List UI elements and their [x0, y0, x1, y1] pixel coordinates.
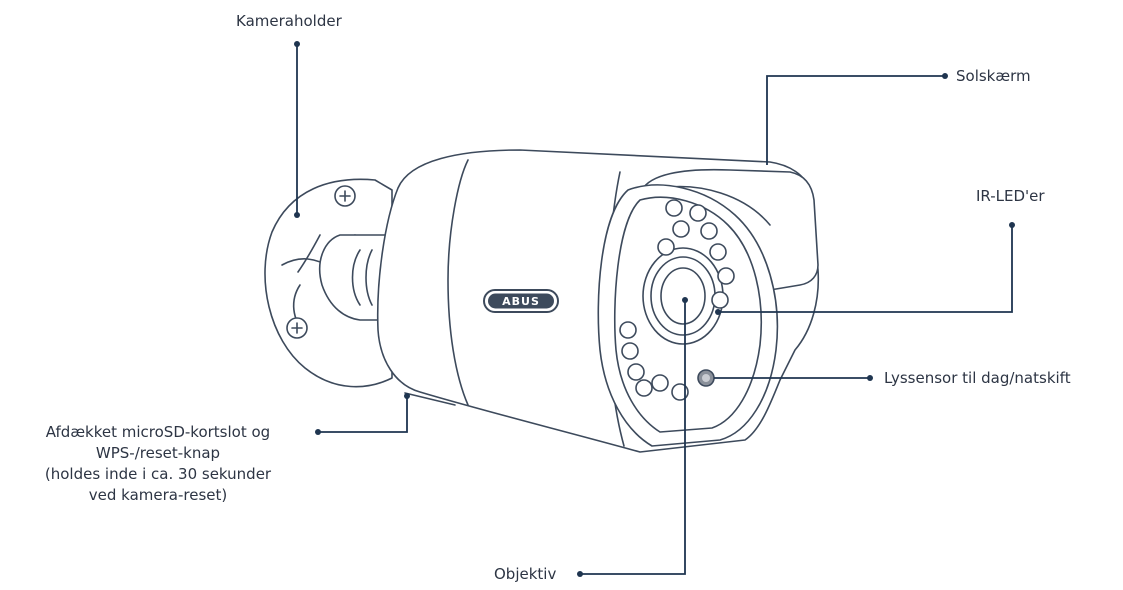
label-light-sensor: Lyssensor til dag/natskift	[884, 369, 1071, 387]
label-sd-slot-line: Afdækket microSD-kortslot og	[45, 423, 271, 441]
mount-screw-icon	[334, 185, 356, 207]
leader-dot	[715, 309, 721, 315]
label-ir-leds: IR-LED'er	[976, 187, 1045, 205]
leader-dot	[294, 212, 300, 218]
leader-dot	[404, 393, 410, 399]
label-sd-slot-line: WPS-/reset-knap	[95, 444, 221, 462]
leader-line-sun-shield	[766, 75, 945, 165]
mount-bracket-arm	[318, 234, 396, 321]
mount-screw-icon	[286, 317, 308, 339]
sd-slot-cover	[404, 392, 456, 406]
light-sensor	[697, 369, 715, 387]
leader-line-lens	[580, 300, 686, 575]
leader-dot	[315, 429, 321, 435]
leader-dot	[577, 571, 583, 577]
label-sd-slot-line: (holdes inde i ca. 30 sekunder	[44, 465, 272, 483]
label-camera-holder: Kameraholder	[236, 12, 342, 30]
label-sd-slot: Afdækket microSD-kortslot og WPS-/reset-…	[6, 422, 310, 506]
leader-dot	[1009, 222, 1015, 228]
leader-dot	[682, 297, 688, 303]
label-sun-shield: Solskærm	[956, 67, 1031, 85]
leader-dot	[294, 41, 300, 47]
leader-dot	[942, 73, 948, 79]
leader-line-ir-leds	[718, 225, 1013, 313]
label-lens: Objektiv	[494, 565, 557, 583]
lens	[642, 247, 724, 345]
leader-line-sd-slot	[318, 396, 408, 433]
ir-led-ring	[619, 199, 735, 401]
abus-logo	[483, 289, 559, 313]
abus-logo-text: ABUS	[502, 295, 540, 308]
leader-dot	[867, 375, 873, 381]
label-sd-slot-line: ved kamera-reset)	[88, 486, 228, 504]
